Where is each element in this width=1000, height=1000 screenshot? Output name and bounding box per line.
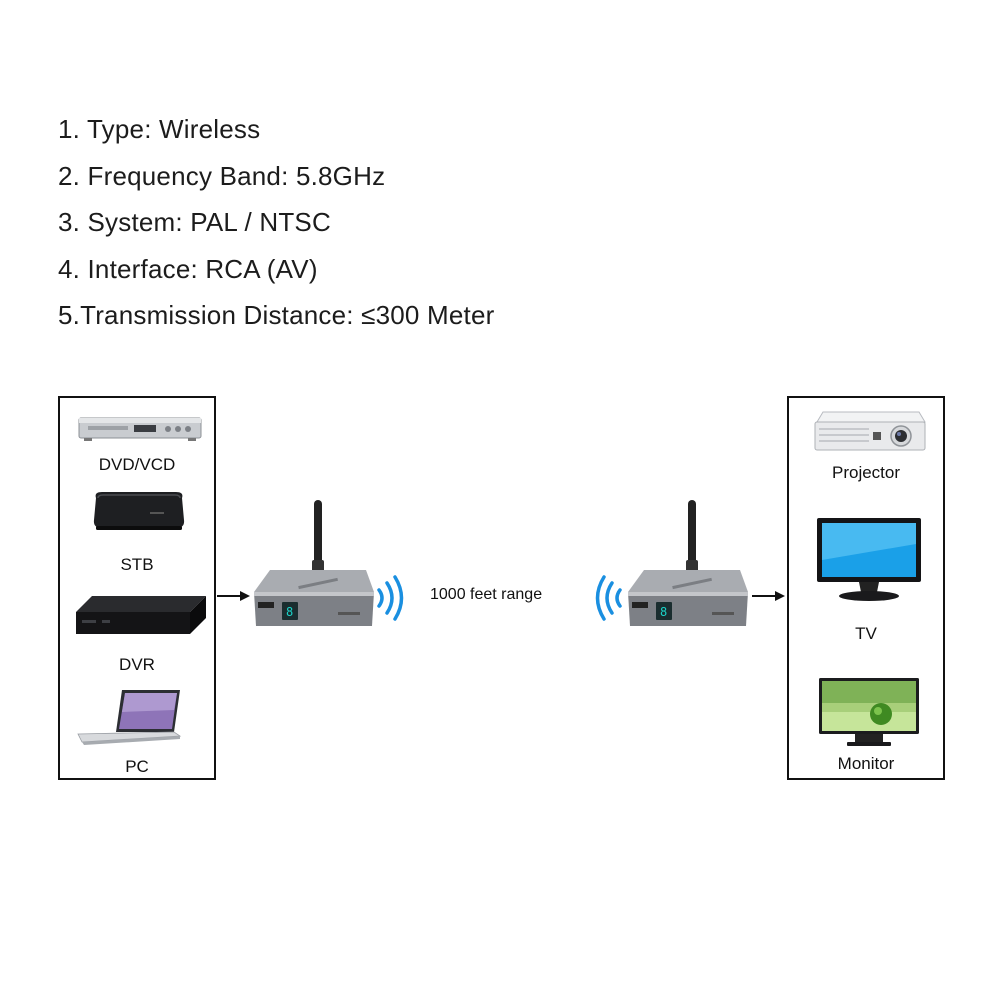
spec-interface: 4. Interface: RCA (AV)	[58, 253, 318, 284]
dvd-player-icon	[78, 417, 202, 441]
receiver-unit: 8	[628, 500, 748, 626]
arrow-right-icon	[752, 591, 785, 601]
wireless-signal-icon	[595, 575, 622, 621]
source-devices-box: DVD/VCD STB DVR PC	[58, 396, 216, 780]
dvr-label: DVR	[119, 655, 155, 674]
tv-label: TV	[855, 624, 877, 643]
projector-label: Projector	[831, 463, 901, 482]
projector-icon	[814, 411, 926, 451]
output-devices-box: Projector TV Monitor	[787, 396, 945, 780]
pc-label: PC	[125, 757, 149, 776]
monitor-label: Monitor	[837, 754, 895, 773]
arrow-right-icon	[217, 591, 250, 601]
stb-label: STB	[120, 555, 154, 574]
spec-list: 1. Type: Wireless 2. Frequency Band: 5.8…	[58, 106, 494, 339]
transmitter-unit: 8	[254, 500, 374, 626]
spec-system: 3. System: PAL / NTSC	[58, 207, 331, 237]
spec-type: 1. Type: Wireless	[58, 114, 261, 144]
set-top-box-icon	[93, 492, 185, 530]
spec-distance: 5.Transmission Distance: ≤300 Meter	[58, 300, 495, 330]
laptop-icon	[77, 690, 182, 745]
svg-text:8: 8	[286, 605, 293, 619]
range-label: 1000 feet range	[430, 586, 543, 603]
wireless-signal-icon	[377, 575, 404, 621]
tv-icon	[817, 518, 921, 601]
dvd-label: DVD/VCD	[98, 455, 176, 474]
monitor-icon	[819, 678, 919, 746]
svg-text:8: 8	[660, 605, 667, 619]
spec-frequency: 2. Frequency Band: 5.8GHz	[58, 160, 386, 191]
dvr-icon	[76, 596, 206, 634]
